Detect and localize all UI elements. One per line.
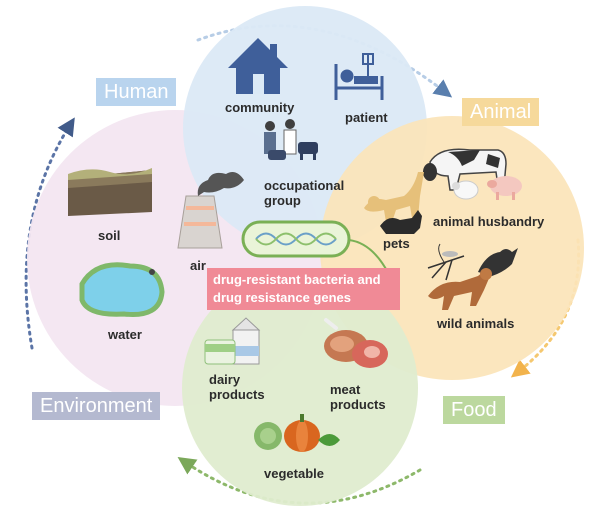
drug-resistance-box: drug-resistant bacteria and drug resista… bbox=[207, 268, 400, 310]
cow-icon bbox=[423, 148, 507, 191]
animal-husbandry-label: animal husbandry bbox=[433, 214, 545, 229]
animal-tag: Animal bbox=[462, 98, 540, 126]
dairy-products-label: dairy products bbox=[209, 372, 265, 402]
dog-icon bbox=[364, 172, 424, 222]
cat-icon bbox=[380, 210, 422, 234]
cycle-arrow-animal-to-food bbox=[510, 238, 581, 378]
community-label: community bbox=[225, 100, 295, 115]
bacterium-icon bbox=[241, 220, 399, 297]
vegetable-icon bbox=[254, 414, 340, 452]
factory-air-icon bbox=[177, 172, 244, 249]
drug-resistance-line-1: drug-resistant bacteria and bbox=[213, 272, 381, 287]
water-label: water bbox=[108, 327, 142, 342]
patient-bed-icon bbox=[334, 53, 384, 100]
pets-label: pets bbox=[383, 236, 410, 251]
mosquito-icon bbox=[427, 243, 465, 281]
human-tag: Human bbox=[96, 78, 177, 106]
environment-tag: Environment bbox=[32, 392, 161, 420]
wild-animals-label: wild animals bbox=[437, 316, 515, 331]
meat-products-icon bbox=[324, 318, 388, 368]
sheep-icon bbox=[452, 180, 479, 200]
house-icon bbox=[228, 38, 288, 94]
occupational-group-icon bbox=[264, 119, 318, 160]
dairy-products-icon bbox=[204, 317, 261, 365]
soil-label: soil bbox=[98, 228, 121, 243]
vegetable-label: vegetable bbox=[264, 466, 324, 481]
pig-icon bbox=[487, 176, 522, 200]
monkey-icon bbox=[428, 268, 492, 310]
meat-products-label: meat products bbox=[330, 382, 386, 412]
water-pond-icon bbox=[79, 262, 165, 318]
soil-icon bbox=[68, 168, 152, 216]
occupational-group-label: occupational group bbox=[264, 178, 345, 208]
food-tag: Food bbox=[443, 396, 505, 424]
drug-resistance-line-2: drug resistance genes bbox=[213, 290, 351, 305]
patient-label: patient bbox=[345, 110, 388, 125]
air-label: air bbox=[190, 258, 206, 273]
